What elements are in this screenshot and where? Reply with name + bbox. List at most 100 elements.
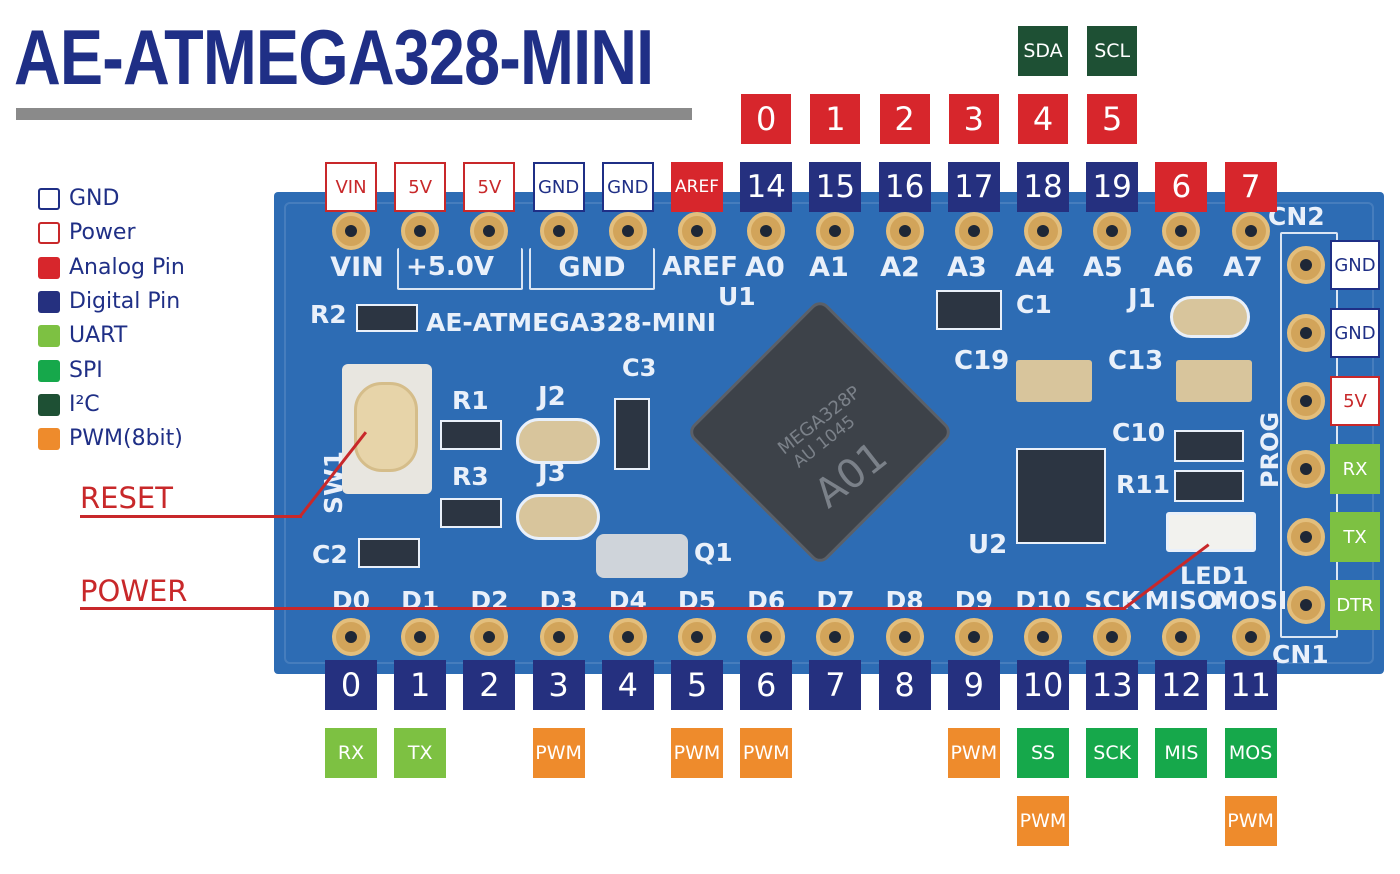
top-silk-label: +5.0V: [406, 252, 494, 282]
bottom-silk-label: MISO: [1144, 586, 1219, 615]
led1: [1166, 512, 1256, 552]
spi-function-label: MOS: [1224, 728, 1277, 778]
top-silk-label: A7: [1223, 252, 1263, 283]
pwm-function-label: PWM: [1017, 796, 1069, 846]
right-header-pad: [1287, 586, 1325, 624]
bottom-header-pad: [608, 618, 647, 656]
top-silk-label: A5: [1083, 252, 1123, 283]
top-header-pad: [401, 212, 440, 250]
analog-pin-label: 7: [1224, 162, 1277, 212]
uart-pin-label: DTR: [1330, 580, 1380, 630]
j2-jumper: [516, 418, 600, 464]
c2-capacitor: [358, 538, 420, 568]
silk-cn2: CN2: [1268, 202, 1325, 231]
reset-button-cap: [354, 382, 418, 472]
bottom-header-pad: [1093, 618, 1132, 656]
u2-regulator: [1016, 448, 1106, 544]
bottom-header-pad: [401, 618, 440, 656]
digital-pin-label: 15: [809, 162, 862, 212]
silk-j1: J1: [1128, 284, 1156, 314]
silk-r3: R3: [452, 462, 489, 491]
q1-crystal: [596, 534, 688, 578]
legend-label: GND: [69, 186, 120, 211]
legend-swatch: [38, 428, 60, 451]
analog-pin-label: 2: [879, 94, 930, 144]
silk-j2: J2: [538, 382, 566, 412]
top-header-pad: [1093, 212, 1132, 250]
legend-label: I²C: [69, 391, 100, 417]
board-name-silk: AE-ATMEGA328-MINI: [426, 308, 717, 337]
digital-pin-label: 10: [1017, 660, 1069, 710]
page-title: AE-ATMEGA328-MINI: [14, 13, 654, 101]
silk-c19: C19: [954, 346, 1010, 376]
top-silk-label: A3: [947, 252, 987, 283]
spi-function-label: SS: [1017, 728, 1069, 778]
j1-jumper: [1170, 296, 1250, 338]
title-underline: [16, 108, 692, 120]
digital-pin-label: 19: [1086, 162, 1139, 212]
silk-led1: LED1: [1180, 562, 1249, 590]
top-silk-label: A4: [1015, 252, 1055, 283]
c19-capacitor: [1016, 360, 1092, 402]
power-header-outline: [397, 248, 523, 290]
bottom-header-pad: [1162, 618, 1201, 656]
uart-pin-label: TX: [1330, 512, 1380, 562]
top-header-pad: [747, 212, 786, 250]
digital-pin-label: 0: [325, 660, 377, 710]
top-silk-label: VIN: [330, 252, 384, 283]
legend-label: UART: [69, 323, 128, 349]
top-header-pad: [608, 212, 647, 250]
digital-pin-label: 7: [809, 660, 862, 710]
c10-capacitor: [1174, 430, 1244, 462]
bottom-header-pad: [332, 618, 370, 656]
silk-r2: R2: [310, 300, 347, 329]
gnd-pin-label: GND: [1330, 240, 1380, 290]
r3-resistor: [440, 498, 502, 528]
uart-function-label: TX: [394, 728, 447, 778]
right-header-pad: [1287, 518, 1325, 556]
legend-swatch: [38, 222, 60, 245]
top-silk-label: A2: [880, 252, 920, 283]
silk-cn1: CN1: [1272, 640, 1329, 669]
digital-pin-label: 4: [601, 660, 654, 710]
bottom-header-pad: [747, 618, 786, 656]
top-silk-label: GND: [558, 252, 626, 283]
j3-jumper: [516, 494, 600, 540]
silk-q1: Q1: [694, 538, 733, 567]
silk-prog: PROG: [1256, 411, 1285, 489]
digital-pin-label: 1: [394, 660, 447, 710]
uart-function-label: RX: [325, 728, 377, 778]
digital-pin-label: 18: [1017, 162, 1069, 212]
digital-pin-label: 12: [1155, 660, 1208, 710]
bottom-header-pad: [1231, 618, 1270, 656]
silk-u2: U2: [968, 530, 1008, 560]
digital-pin-label: 16: [878, 162, 931, 212]
bottom-header-pad: [954, 618, 993, 656]
c13-capacitor: [1176, 360, 1252, 402]
top-header-pad: [1024, 212, 1062, 250]
pwm-function-label: PWM: [671, 728, 723, 778]
silk-r11: R11: [1116, 470, 1171, 499]
i2c-pin-label: SDA: [1018, 26, 1068, 76]
power-annotation: POWER: [80, 574, 188, 608]
digital-pin-label: 8: [878, 660, 931, 710]
analog-pin-label: 3: [948, 94, 999, 144]
top-header-pad: [1162, 212, 1201, 250]
power-pin-label: VIN: [325, 162, 377, 212]
top-header-pad: [885, 212, 924, 250]
top-silk-label: A6: [1154, 252, 1194, 283]
bottom-header-pad: [1024, 618, 1062, 656]
top-header-pad: [470, 212, 509, 250]
power-pin-label: 5V: [1330, 376, 1380, 426]
top-header-pad: [816, 212, 855, 250]
silk-u1: U1: [718, 282, 756, 311]
legend-label: Analog Pin: [69, 254, 185, 280]
legend-swatch: [38, 325, 60, 348]
analog-pin-label: 1: [810, 94, 861, 144]
right-header-pad: [1287, 246, 1325, 284]
legend-swatch: [38, 188, 60, 210]
cn2-outline: [1280, 232, 1338, 638]
gnd-pin-label: GND: [601, 162, 654, 212]
digital-pin-label: 13: [1086, 660, 1139, 710]
legend-swatch: [38, 256, 60, 279]
